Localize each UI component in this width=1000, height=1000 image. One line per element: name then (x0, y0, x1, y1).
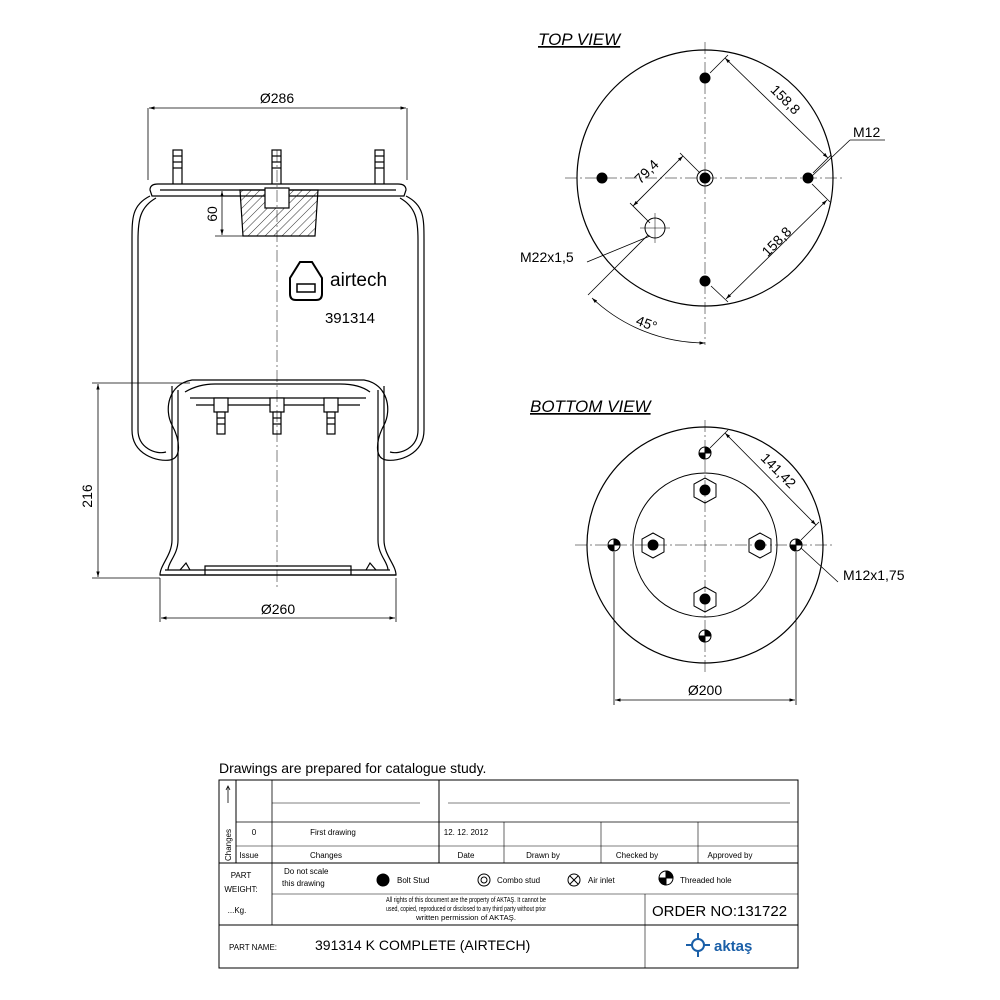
bolt-stud (693, 586, 717, 613)
do-not-scale-line2: this drawing (282, 879, 325, 888)
col-approved-by: Approved by (708, 851, 753, 860)
hatched-insert (239, 189, 319, 237)
bottom-studs (213, 397, 339, 435)
changes-label: Changes (224, 829, 233, 861)
side-dim-60-label: 60 (204, 206, 220, 222)
side-width-bottom-label: Ø260 (261, 601, 295, 617)
legend-combo-label: Combo stud (497, 876, 540, 885)
title-block-heading: Drawings are prepared for catalogue stud… (219, 760, 486, 776)
threaded-hole (698, 446, 712, 460)
side-dim-216-label: 216 (79, 484, 95, 508)
legend-threaded-icon (658, 870, 674, 886)
col-checked-by: Checked by (616, 851, 658, 860)
top-stud-hole (802, 172, 814, 184)
brand-label: airtech (330, 270, 387, 291)
order-label: ORDER NO: (652, 903, 737, 920)
part-name-value: 391314 K COMPLETE (AIRTECH) (315, 937, 530, 953)
rev-number: 0 (252, 828, 257, 837)
col-changes: Changes (310, 851, 342, 860)
bottom-diameter-label: Ø200 (688, 682, 722, 698)
company-name: aktaş (714, 938, 752, 955)
top-stud-hole (699, 172, 711, 184)
threaded-hole (607, 538, 621, 552)
part-number-label: 391314 (325, 310, 375, 327)
legal-line3: written permission of AKTAŞ. (415, 915, 516, 922)
bottom-view-title: BOTTOM VIEW (530, 397, 653, 416)
top-stud-hole (596, 172, 608, 184)
rev-date: 12. 12. 2012 (444, 828, 489, 837)
col-date: Date (458, 851, 475, 860)
top-stud-hole (699, 72, 711, 84)
bottom-view (575, 420, 839, 705)
weight-label: WEIGHT: (224, 885, 257, 894)
threaded-hole (698, 629, 712, 643)
top-view-title: TOP VIEW (538, 30, 622, 49)
dimension-216 (92, 382, 190, 579)
part-name-label: PART NAME: (229, 943, 277, 952)
dimension-width-top (147, 106, 408, 180)
bolt-stud (641, 532, 665, 559)
dimension-width-bottom (159, 578, 397, 622)
col-drawn-by: Drawn by (526, 851, 560, 860)
threaded-hole (789, 538, 803, 552)
kg-label: ...Kg. (228, 906, 247, 915)
part-label: PART (231, 871, 252, 880)
bolt-stud (693, 477, 717, 504)
legend-air-label: Air inlet (588, 876, 615, 885)
title-block (218, 779, 799, 969)
top-stud-hole (699, 275, 711, 287)
legal-line1: All rights of this document are the prop… (386, 897, 546, 904)
col-issue: Issue (239, 851, 259, 860)
legend-air-icon (567, 873, 581, 887)
aktas-logo-icon (686, 933, 710, 957)
bottom-m12-label: M12x1,75 (843, 567, 905, 583)
order-number: 131722 (737, 903, 787, 920)
airtech-logo-icon (289, 261, 323, 301)
top-dim-158-lower: 158,8 (758, 223, 794, 259)
legend-bolt-label: Bolt Stud (397, 876, 429, 885)
rev-description: First drawing (310, 828, 356, 837)
legal-line2: used, copied, reproduced or disclosed to… (386, 906, 547, 913)
legend-bolt-icon (376, 873, 390, 887)
top-m12-label: M12 (853, 124, 880, 140)
bottom-dim-141-label: 141,42 (758, 450, 800, 492)
top-angle-label: 45° (634, 312, 659, 334)
legend-threaded-label: Threaded hole (680, 876, 732, 885)
do-not-scale-line1: Do not scale (284, 867, 329, 876)
top-m22-label: M22x1,5 (520, 249, 574, 265)
side-width-top-label: Ø286 (260, 90, 294, 106)
legend-combo-icon (477, 873, 491, 887)
top-view (565, 42, 885, 345)
dimension-60 (215, 189, 243, 237)
side-view (92, 106, 425, 622)
top-dim-158-upper: 158,8 (767, 81, 803, 117)
bolt-stud (748, 532, 772, 559)
